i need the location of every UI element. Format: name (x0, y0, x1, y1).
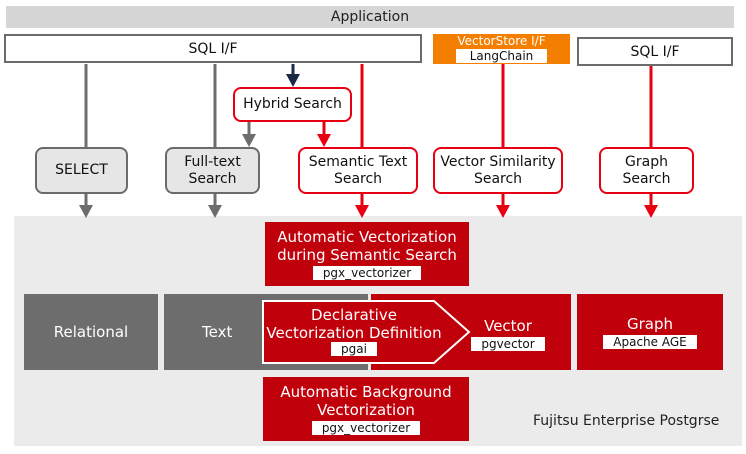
application-layer: Application (6, 6, 734, 28)
sql-interface-right: SQL I/F (577, 37, 733, 66)
hybrid-search-box: Hybrid Search (233, 87, 352, 122)
pgvector-tag: pgvector (471, 337, 545, 351)
semantic-line2: Search (333, 170, 383, 187)
langchain-tag: LangChain (455, 49, 548, 63)
sql-interface-right-label: SQL I/F (630, 43, 680, 60)
fulltext-search-box: Full-text Search (165, 147, 260, 194)
graph-search-box: Graph Search (599, 147, 694, 194)
fulltext-line1: Full-text (184, 153, 241, 170)
declarative-line2: Vectorization Definition (266, 324, 442, 342)
auto-background-line1: Automatic Background (280, 383, 452, 401)
auto-vectorization-semantic-block: Automatic Vectorization during Semantic … (265, 222, 469, 286)
arrow-graph-to-db (644, 205, 658, 218)
graph-label: Graph (626, 315, 673, 333)
text-label: Text (202, 323, 233, 341)
arrow-sql-to-hybrid (286, 74, 300, 87)
relational-label: Relational (53, 323, 129, 341)
fulltext-line2: Search (188, 170, 237, 187)
vector-block-content: Vector pgvector (468, 312, 548, 356)
declarative-definition-block: Declarative Vectorization Definition pga… (264, 302, 444, 360)
semantic-search-box: Semantic Text Search (298, 147, 418, 194)
semantic-line1: Semantic Text (308, 153, 408, 170)
arrow-select-to-db (79, 205, 93, 218)
graph-search-line2: Search (622, 170, 671, 187)
auto-semantic-line1: Automatic Vectorization (277, 228, 457, 246)
vector-similarity-line2: Search (473, 170, 523, 187)
application-label: Application (330, 9, 410, 25)
arrow-similarity-to-db (496, 205, 510, 218)
vectorstore-interface-label: VectorStore I/F (457, 34, 546, 48)
sql-interface-left-label: SQL I/F (188, 40, 238, 57)
vector-similarity-line1: Vector Similarity (440, 153, 556, 170)
pgai-tag: pgai (331, 342, 377, 356)
auto-background-vectorization-block: Automatic Background Vectorization pgx_v… (263, 377, 469, 441)
auto-semantic-line2: during Semantic Search (277, 246, 457, 264)
vectorstore-interface: VectorStore I/F LangChain (433, 34, 570, 64)
vector-label: Vector (484, 317, 532, 335)
declarative-line1: Declarative (311, 306, 397, 324)
apache-age-tag: Apache AGE (603, 335, 697, 349)
hybrid-search-label: Hybrid Search (243, 96, 342, 112)
arrow-fulltext-to-db (208, 205, 222, 218)
sql-interface-left: SQL I/F (4, 34, 422, 63)
vector-similarity-search-box: Vector Similarity Search (433, 147, 563, 194)
auto-background-line2: Vectorization (317, 401, 415, 419)
relational-block: Relational (24, 294, 158, 370)
graph-search-line1: Graph (625, 153, 668, 170)
arrow-hybrid-to-fulltext (242, 134, 256, 147)
graph-block: Graph Apache AGE (577, 294, 723, 370)
select-label: SELECT (55, 162, 108, 178)
select-box: SELECT (35, 147, 128, 194)
declarative-definition-shape (262, 300, 471, 364)
arrow-semantic-to-db (355, 205, 369, 218)
pgx-vectorizer-tag-bottom: pgx_vectorizer (311, 421, 421, 435)
arrow-hybrid-to-semantic (317, 134, 331, 147)
product-label: Fujitsu Enterprise Postgrse (533, 413, 720, 429)
pgx-vectorizer-tag-top: pgx_vectorizer (312, 266, 422, 280)
